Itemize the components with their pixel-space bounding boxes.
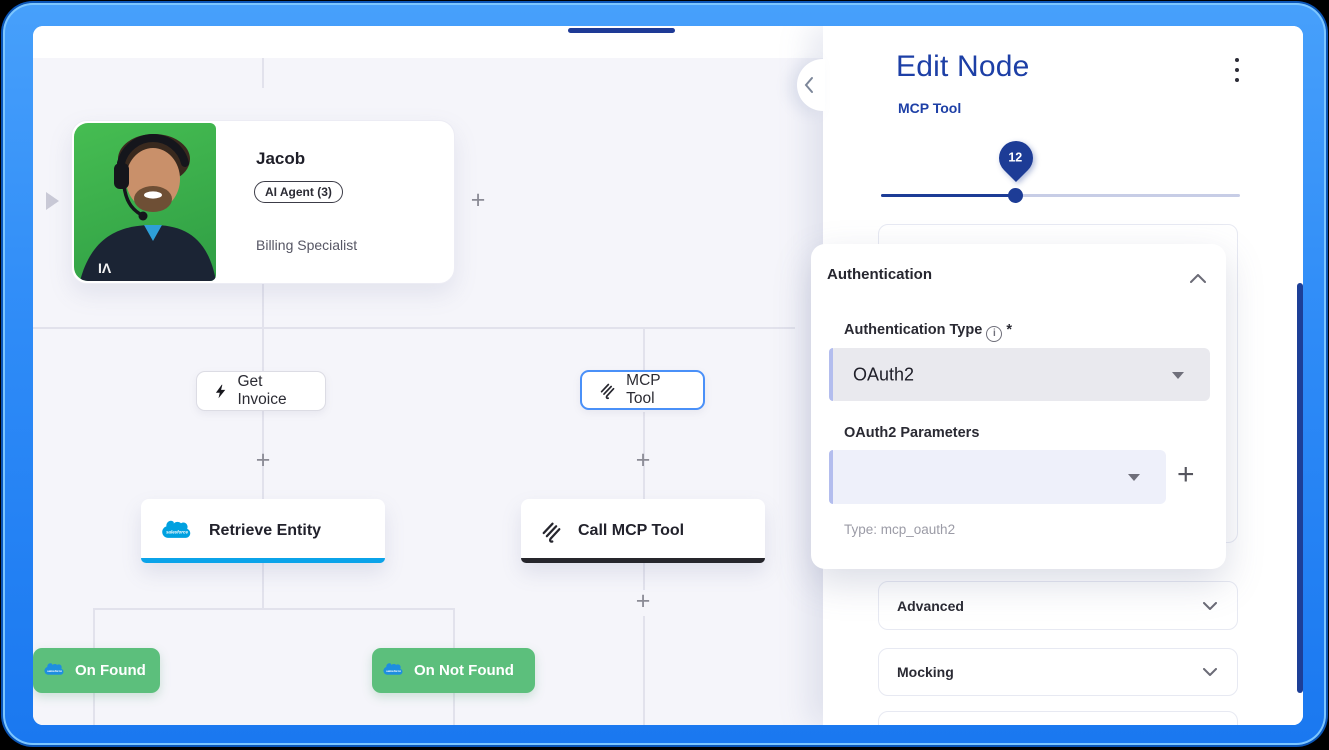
connector-line bbox=[94, 608, 454, 610]
svg-text:salesforce: salesforce bbox=[166, 529, 188, 534]
node-label: Retrieve Entity bbox=[209, 522, 322, 539]
run-flow-button[interactable] bbox=[46, 192, 59, 210]
auth-type-select[interactable]: OAuth2 bbox=[829, 348, 1210, 401]
connector-line bbox=[262, 58, 264, 88]
node-label: Get Invoice bbox=[237, 373, 287, 408]
connector-line bbox=[262, 250, 264, 371]
section-label: Advanced bbox=[897, 597, 964, 614]
kebab-icon bbox=[1235, 58, 1239, 62]
node-on-not-found[interactable]: salesforce On Not Found bbox=[372, 648, 535, 693]
mcp-scribble-icon bbox=[542, 522, 561, 543]
params-label: OAuth2 Parameters bbox=[844, 425, 980, 441]
panel-subtitle: MCP Tool bbox=[898, 100, 962, 116]
node-accent-bar bbox=[521, 558, 765, 563]
connector-line bbox=[93, 693, 95, 725]
section-mocking[interactable]: Mocking bbox=[878, 648, 1238, 696]
node-call-mcp-tool[interactable]: Call MCP Tool bbox=[521, 499, 765, 563]
node-mcp-tool[interactable]: MCP Tool bbox=[580, 370, 705, 410]
lightning-bolt-icon bbox=[215, 384, 226, 398]
progress-indicator bbox=[568, 28, 675, 33]
avatar-logo: IΛ bbox=[98, 260, 112, 276]
slider-fill bbox=[881, 194, 1016, 197]
required-asterisk: * bbox=[1006, 322, 1013, 338]
agent-card-jacob[interactable]: IΛ Jacob AI Agent (3) Billing Specialist bbox=[71, 120, 455, 284]
connector-line bbox=[93, 608, 95, 648]
version-slider[interactable] bbox=[881, 188, 1240, 203]
node-label: Call MCP Tool bbox=[578, 522, 685, 539]
kebab-menu-button[interactable] bbox=[1223, 56, 1251, 86]
section-advanced[interactable]: Advanced bbox=[878, 581, 1238, 630]
agent-type-badge: AI Agent (3) bbox=[254, 181, 343, 203]
node-label: MCP Tool bbox=[626, 372, 661, 407]
add-node-button[interactable]: + bbox=[470, 186, 486, 214]
slider-value: 12 bbox=[1008, 150, 1023, 165]
add-node-button[interactable]: + bbox=[635, 446, 651, 474]
salesforce-icon: salesforce bbox=[162, 520, 191, 538]
chevron-left-icon bbox=[804, 77, 813, 93]
connector-line bbox=[262, 410, 264, 499]
chevron-down-icon bbox=[1203, 601, 1217, 610]
connector-line bbox=[33, 327, 795, 329]
params-helper-text: Type: mcp_oauth2 bbox=[844, 522, 956, 537]
node-retrieve-entity[interactable]: salesforce Retrieve Entity bbox=[141, 499, 385, 563]
node-on-found[interactable]: salesforce On Found bbox=[33, 648, 160, 693]
mcp-scribble-icon bbox=[600, 383, 615, 399]
device-frame: IΛ Jacob AI Agent (3) Billing Specialist… bbox=[3, 3, 1326, 745]
caret-down-icon bbox=[1128, 474, 1140, 481]
authentication-popover: Authentication Authentication Type i * O… bbox=[811, 244, 1226, 569]
chevron-down-icon bbox=[1203, 668, 1217, 676]
info-icon[interactable]: i bbox=[986, 326, 1003, 342]
add-node-button[interactable]: + bbox=[635, 587, 651, 615]
agent-name: Jacob bbox=[256, 149, 306, 168]
connector-line bbox=[643, 563, 645, 590]
add-node-button[interactable]: + bbox=[255, 446, 271, 474]
node-label: On Found bbox=[75, 662, 146, 679]
node-get-invoice[interactable]: Get Invoice bbox=[196, 371, 326, 411]
connector-line bbox=[643, 412, 645, 499]
connector-line bbox=[643, 327, 645, 371]
params-select[interactable] bbox=[829, 450, 1166, 504]
section-partial bbox=[878, 711, 1238, 725]
salesforce-icon: salesforce bbox=[44, 663, 64, 675]
panel-scrollbar[interactable] bbox=[1297, 283, 1303, 693]
support-agent-portrait-icon: IΛ bbox=[80, 134, 216, 281]
panel-title: Edit Node bbox=[896, 50, 1030, 83]
node-accent-bar bbox=[141, 558, 385, 563]
app-window: IΛ Jacob AI Agent (3) Billing Specialist… bbox=[33, 26, 1303, 725]
collapse-section-button[interactable] bbox=[1190, 270, 1206, 288]
agent-role: Billing Specialist bbox=[256, 237, 358, 253]
section-label: Mocking bbox=[897, 664, 954, 680]
connector-line bbox=[643, 616, 645, 725]
add-parameter-button[interactable]: + bbox=[1177, 458, 1195, 491]
auth-type-value: OAuth2 bbox=[853, 364, 915, 384]
connector-line bbox=[453, 693, 455, 725]
connector-line bbox=[453, 608, 455, 648]
svg-text:salesforce: salesforce bbox=[47, 669, 62, 673]
section-title: Authentication bbox=[827, 266, 932, 283]
svg-text:salesforce: salesforce bbox=[386, 669, 401, 673]
slider-thumb[interactable] bbox=[1008, 188, 1023, 203]
auth-type-label: Authentication Type i * bbox=[844, 322, 1012, 342]
chevron-up-icon bbox=[1190, 274, 1206, 283]
node-label: On Not Found bbox=[414, 662, 514, 679]
connector-line bbox=[262, 563, 264, 608]
caret-down-icon bbox=[1172, 371, 1184, 379]
agent-avatar: IΛ bbox=[74, 123, 216, 281]
salesforce-icon: salesforce bbox=[383, 663, 403, 675]
